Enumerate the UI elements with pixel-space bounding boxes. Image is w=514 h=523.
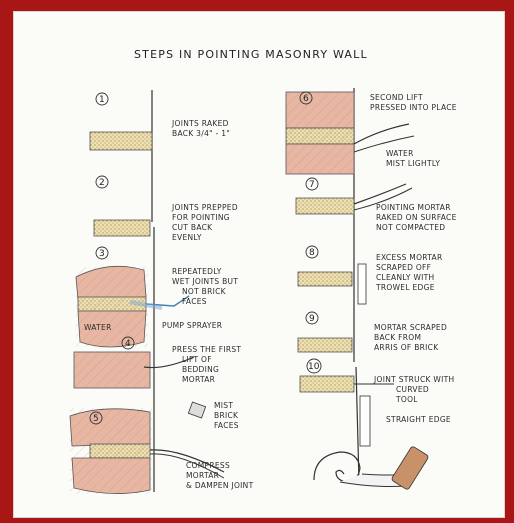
step-number: 4 [125,339,131,349]
step-number: 3 [99,249,105,259]
step-9-label-line: MORTAR SCRAPED [374,323,447,332]
step-number: 2 [99,178,105,188]
drawing-sheet: STEPS IN POINTING MASONRY WALL 1 [14,12,504,517]
step-number: 1 [99,95,105,105]
step-8-label-line: CLEANLY WITH [376,273,435,282]
step-2-label-line: FOR POINTING [172,213,230,222]
step-6-sub-label: MIST LIGHTLY [386,159,440,168]
step-4-label-line: LIFT OF [182,355,212,364]
step-number: 9 [309,314,315,324]
step-2-label-line: EVENLY [172,233,202,242]
step-2-label-line: JOINTS PREPPED [171,203,238,212]
right-step-labels: SECOND LIFT PRESSED INTO PLACE WATER MIS… [370,93,457,424]
step-4-label-line: MORTAR [182,375,215,384]
step-5-label-line: & DAMPEN JOINT [186,481,254,490]
step-3-label-line: WET JOINTS BUT [172,277,238,286]
step-7-label-line: POINTING MORTAR [376,203,451,212]
step-7-label-line: NOT COMPACTED [376,223,445,232]
step-4-label-line: PRESS THE FIRST [172,345,241,354]
step-1-label-line: JOINTS RAKED [171,119,229,128]
step-5-label-line: MORTAR [186,471,219,480]
step-number: 5 [93,414,99,424]
step-8-label-line: EXCESS MORTAR [376,253,443,262]
step-7-label-line: RAKED ON SURFACE [376,213,457,222]
step-10-label-line: JOINT STRUCK WITH [373,375,454,384]
step-6-label-line: PRESSED INTO PLACE [370,103,457,112]
step-8-label-line: TROWEL EDGE [375,283,435,292]
step-3-label-line: FACES [182,297,207,306]
step-6-label-line: SECOND LIFT [370,93,423,102]
step-10-label-line: CURVED [396,385,429,394]
step-2-label-line: CUT BACK [172,223,213,232]
step-number: 6 [303,94,309,104]
step-4-label-line: BEDDING [182,365,219,374]
step-9-label-line: ARRIS OF BRICK [374,343,439,352]
step-number: 10 [308,362,320,372]
step-4-sub-label: BRICK [214,411,239,420]
step-3-inner-label: WATER [84,323,112,332]
step-3-label-line: NOT BRICK [182,287,227,296]
step-6-sub-label: WATER [386,149,414,158]
step-10-sub-label: STRAIGHT EDGE [386,415,451,424]
step-1-label-line: BACK 3/4" - 1" [172,129,230,138]
step-3-label-line: REPEATEDLY [172,267,222,276]
step-3-sub-label: PUMP SPRAYER [162,321,222,330]
step-4-sub-label: FACES [214,421,239,430]
masonry-pointing-diagram: STEPS IN POINTING MASONRY WALL 1 [14,12,504,517]
step-4-sub-label: MIST [214,401,233,410]
step-8-label-line: SCRAPED OFF [376,263,431,272]
diagram-title: STEPS IN POINTING MASONRY WALL [134,48,368,61]
step-number: 8 [309,248,315,258]
step-9-label-line: BACK FROM [374,333,421,342]
step-number: 7 [309,180,315,190]
step-10-label-line: TOOL [395,395,418,404]
step-5-label-line: COMPRESS [186,461,230,470]
